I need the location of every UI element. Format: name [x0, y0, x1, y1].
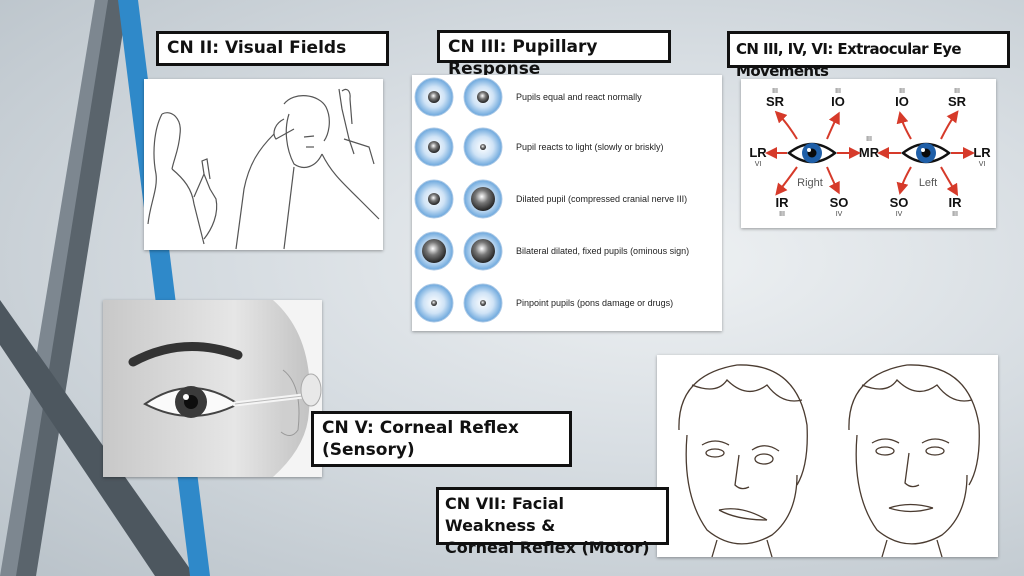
so-right-label: SO	[890, 195, 909, 210]
pupil-row: Dilated pupil (compressed cranial nerve …	[414, 179, 687, 219]
left-eye-icon	[900, 142, 952, 164]
pupillary-response-label: CN III: Pupillary Response	[437, 30, 671, 79]
pupillary-response-drawing: Pupils equal and react normally Pupil re…	[414, 77, 689, 323]
pupil-row-text: Pupils equal and react normally	[516, 92, 642, 102]
right-eye-icon	[786, 142, 838, 164]
pupil-row-text: Pinpoint pupils (pons damage or drugs)	[516, 298, 673, 308]
pupil-row: Pupil reacts to light (slowly or briskly…	[414, 127, 664, 167]
ir-left-label: IR	[776, 195, 790, 210]
eyebrow	[128, 342, 243, 367]
lr-left-label: LR	[749, 145, 767, 160]
visual-fields-illustration	[144, 79, 383, 250]
pupillary-response-chart: Pupils equal and react normally Pupil re…	[412, 75, 722, 331]
pupil-row-text: Pupil reacts to light (slowly or briskly…	[516, 142, 664, 152]
io-right-label: IO	[895, 94, 909, 109]
examiner-figure	[147, 112, 218, 245]
face-drooping	[678, 364, 808, 557]
facial-weakness-illustration	[657, 355, 998, 557]
mr-nerve: III	[866, 136, 872, 143]
pupil-row: Pinpoint pupils (pons damage or drugs)	[414, 283, 673, 323]
ir-right-nerve: III	[952, 211, 958, 218]
extraocular-movements-diagram: III SR III IO III IO III SR LR VI III MR…	[741, 79, 996, 228]
eom-drawing: III SR III IO III IO III SR LR VI III MR…	[749, 88, 991, 218]
visual-fields-label: CN II: Visual Fields	[156, 31, 389, 66]
ir-right-label: IR	[949, 195, 963, 210]
sr-right-label: SR	[948, 94, 967, 109]
eom-arrows	[765, 110, 975, 197]
left-eye-label: Left	[919, 177, 937, 189]
pupil-row: Pupils equal and react normally	[414, 77, 642, 117]
io-left-label: IO	[831, 94, 845, 109]
pupil-row-text: Dilated pupil (compressed cranial nerve …	[516, 194, 687, 204]
pupil-row: Bilateral dilated, fixed pupils (ominous…	[414, 231, 689, 271]
lr-right-nerve: VI	[979, 161, 986, 168]
ir-left-nerve: III	[779, 211, 785, 218]
io-right-nerve: III	[899, 88, 905, 95]
extraocular-movements-label: CN III, IV, VI: Extraocular Eye Movement…	[727, 31, 1010, 80]
patient-figure	[235, 88, 380, 250]
lr-left-nerve: VI	[755, 161, 762, 168]
sr-left-label: SR	[766, 94, 785, 109]
pupil-row-text: Bilateral dilated, fixed pupils (ominous…	[516, 246, 689, 256]
so-left-label: SO	[830, 195, 849, 210]
corneal-reflex-drawing	[103, 300, 322, 477]
face-normal	[848, 364, 980, 557]
visual-fields-drawing	[147, 88, 380, 250]
mr-label: MR	[859, 145, 880, 160]
sr-right-nerve: III	[954, 88, 960, 95]
lr-right-label: LR	[973, 145, 991, 160]
facial-weakness-drawing	[678, 364, 980, 557]
io-left-nerve: III	[835, 88, 841, 95]
sr-left-nerve: III	[772, 88, 778, 95]
corneal-reflex-illustration	[103, 300, 322, 477]
facial-weakness-motor-label: CN VII: Facial Weakness & Corneal Reflex…	[436, 487, 669, 557]
so-left-nerve: IV	[836, 211, 843, 218]
right-eye-label: Right	[797, 177, 823, 189]
corneal-reflex-sensory-label: CN V: Corneal Reflex (Sensory)	[311, 411, 572, 467]
so-right-nerve: IV	[896, 211, 903, 218]
